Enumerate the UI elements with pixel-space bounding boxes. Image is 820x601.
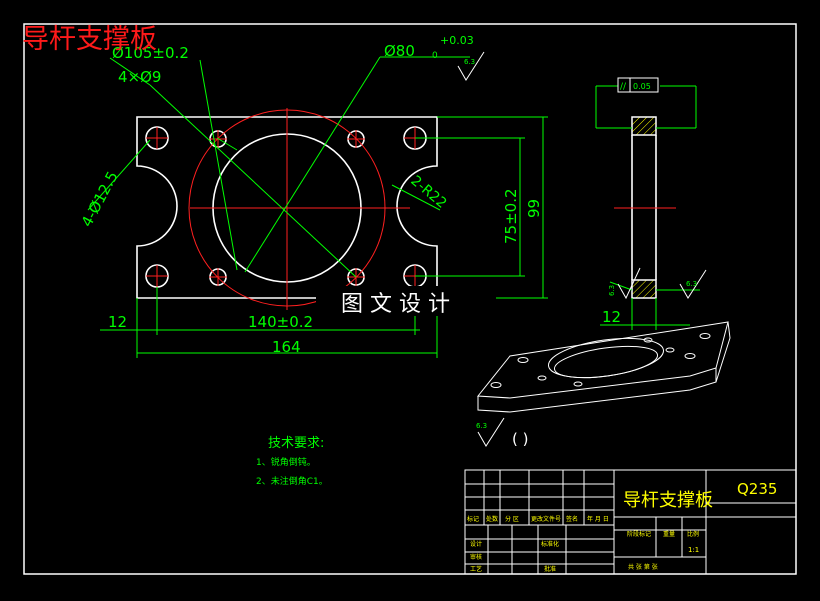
dim-v99: 99 [525,199,543,218]
dim-h164: 164 [272,338,301,356]
dim-d80: Ø80 [384,42,415,60]
roughness-mark [477,417,505,447]
isometric-view [477,321,731,413]
flatness-value: 0.05 [633,82,651,91]
tech-item: 1、锐角倒钝。 [256,456,316,468]
side-hatch-bottom [631,279,657,299]
title-block-label: 更改文件号 [531,515,561,523]
title-block-label: 批准 [544,565,556,573]
dim-v75: 75±0.2 [502,188,520,244]
title-block-label: 工艺 [470,565,482,573]
dim-h140: 140±0.2 [248,313,313,331]
dim-holes-9: 4×Ø9 [118,68,161,86]
roughness-side-right: 6.3 [686,280,697,288]
title-block-part-name: 导杆支撑板 [623,490,713,511]
roughness-iso: 6.3 [476,422,487,430]
title-block-label: 签名 [566,515,578,523]
watermark-text: 图 文 设 计 [341,292,450,317]
dim-d80-tol: +0.03 [440,34,474,47]
title-block-scale: 1:1 [688,546,699,554]
title-block-label: 设计 [470,540,482,548]
dim-side-12: 12 [602,308,621,326]
sheet-border [23,23,797,575]
title-block-label: 标准化 [541,540,559,548]
dim-r22: 2-R22 [407,173,449,212]
roughness-mark [457,51,485,81]
title-block-label: 重量 [663,530,675,538]
roughness-mark [679,269,707,299]
flatness-symbol: // [620,82,627,92]
dim-d80-sub: 0 [432,51,438,61]
dim-holes-12-5: 4-Ø12.5 [78,168,122,230]
tech-title: 技术要求: [268,436,324,451]
side-view: // 0.05 6.3 6.3 [595,77,707,330]
title-block-label: 标记 [467,515,479,523]
title-block-label: 年 月 日 [587,515,609,523]
front-centerlines [146,108,426,310]
title-block-sheet: 共 张 第 张 [628,563,658,571]
drawing-title-overlay: 导杆支撑板 [22,24,157,55]
flatness-frame [617,77,659,93]
tech-item: 2、未注倒角C1。 [256,475,328,487]
roughness-side-left: 6.3 [608,285,616,296]
front-dimensions [87,56,548,358]
roughness-top: 6.3 [464,58,475,66]
title-block-label: 比例 [687,530,699,538]
title-block-label: 阶段标记 [627,530,651,538]
title-block-label: 处数 [486,515,498,523]
title-block [464,469,797,575]
dim-d105: Ø105±0.2 [112,44,189,62]
roughness-mark [617,267,641,300]
dim-h12-left: 12 [108,313,127,331]
title-block-label: 审核 [470,553,482,561]
title-block-label: 分 区 [505,515,519,523]
roughness-iso-paren: ( ) [512,430,528,448]
title-block-material: Q235 [737,480,777,498]
side-hatch-top [631,116,657,136]
